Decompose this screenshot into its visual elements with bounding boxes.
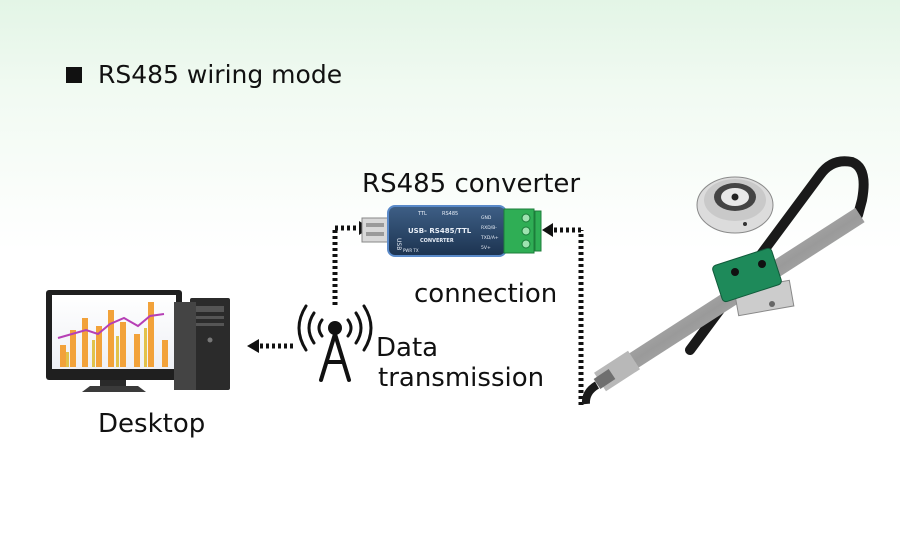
heading-text: RS485 wiring mode: [98, 60, 343, 89]
dotted-link-sensor-to-converter: [542, 223, 584, 405]
desktop-computer-icon: [46, 290, 230, 392]
converter-usb-mark: USB: [395, 238, 402, 250]
converter-pin-2: RXD/B-: [481, 225, 497, 231]
converter-ttl-mark: TTL: [417, 211, 427, 217]
dotted-link-antenna-to-desktop: [247, 339, 293, 353]
converter-leds: PWR TX: [403, 248, 419, 253]
converter-label: RS485 converter: [362, 169, 581, 199]
converter-subtitle: CONVERTER: [420, 238, 454, 244]
converter-pin-1: GND: [481, 215, 492, 221]
desktop-label: Desktop: [98, 409, 206, 439]
diagram-heading: RS485 wiring mode: [66, 60, 342, 89]
converter-pin-4: 5V+: [481, 245, 491, 251]
square-bullet-icon: [66, 66, 82, 83]
wireless-antenna-icon: [297, 304, 373, 382]
converter-title: USB- RS485/TTL: [408, 227, 472, 235]
rs485-converter-device: TTL RS485 USB USB- RS485/TTL CONVERTER P…: [361, 205, 542, 257]
data-transmission-label-line1: Data: [376, 333, 439, 363]
converter-rs485-mark: RS485: [442, 211, 458, 217]
wind-sensor-device: [581, 156, 869, 405]
converter-pin-3: TXD/A+: [480, 235, 499, 241]
connection-label: connection: [414, 279, 558, 309]
data-transmission-label-line2: transmission: [378, 363, 545, 393]
